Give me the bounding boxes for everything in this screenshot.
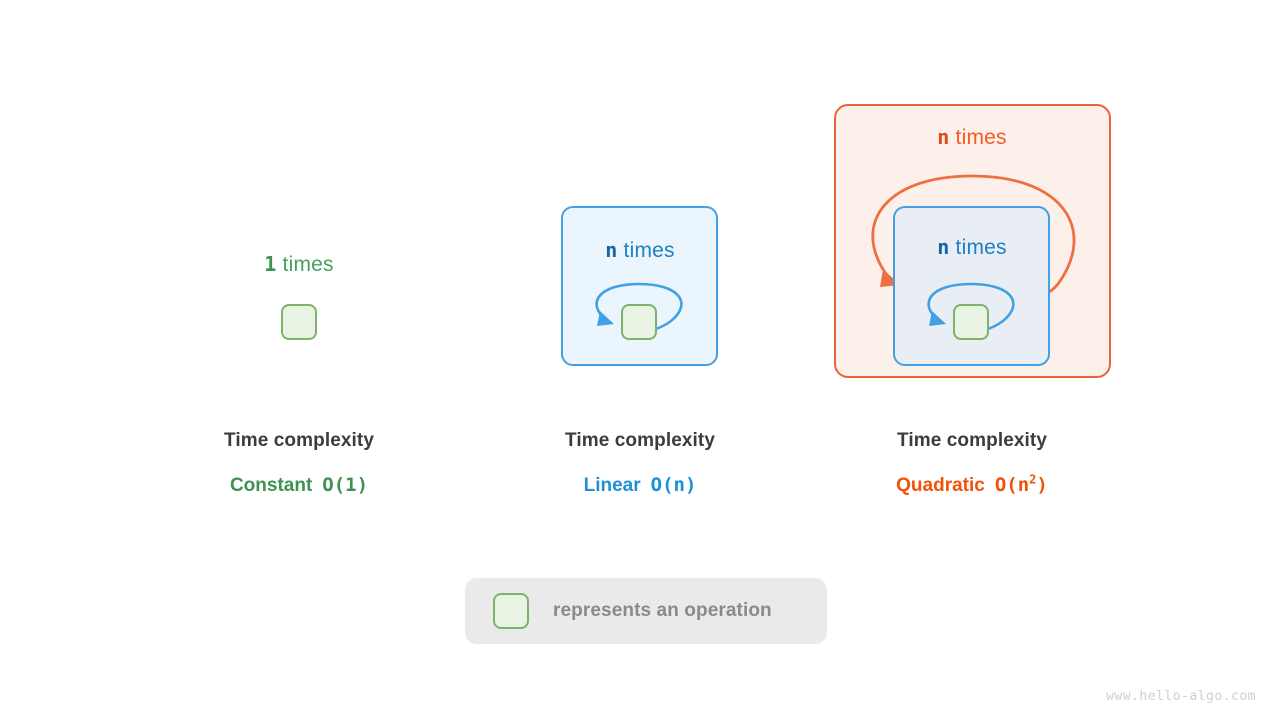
linear-loop-word: times bbox=[623, 239, 675, 262]
caption-quadratic: Time complexity Quadratic O(n2) bbox=[832, 430, 1112, 497]
legend: represents an operation bbox=[465, 578, 827, 644]
caption-linear: Time complexity Linear O(n) bbox=[500, 430, 780, 497]
quadratic-inner-loop-count-label: n times bbox=[832, 235, 1112, 260]
caption-value: Quadratic O(n2) bbox=[832, 474, 1112, 497]
caption-title: Time complexity bbox=[896, 430, 1048, 451]
complexity-notation-exponent: 2 bbox=[1029, 472, 1037, 487]
complexity-name: Quadratic bbox=[896, 475, 985, 496]
complexity-notation: O(1) bbox=[322, 474, 369, 496]
complexity-notation-base: O(n bbox=[994, 474, 1030, 496]
complexity-notation: O(n) bbox=[650, 474, 697, 496]
complexity-name: Constant bbox=[229, 475, 313, 496]
complexity-notation: O(n2) bbox=[995, 474, 1048, 496]
quadratic-inner-loop-word: times bbox=[955, 236, 1007, 259]
linear-loop-box bbox=[561, 206, 718, 366]
constant-loop-word: times bbox=[282, 253, 334, 276]
operation-square bbox=[281, 304, 317, 340]
operation-square bbox=[953, 304, 989, 340]
caption-value: Constant O(1) bbox=[159, 474, 439, 497]
legend-operation-square-icon bbox=[493, 593, 529, 629]
operation-square bbox=[621, 304, 657, 340]
constant-loop-count-label: 1 times bbox=[159, 252, 439, 277]
complexity-name: Linear bbox=[583, 475, 641, 496]
caption-value: Linear O(n) bbox=[500, 474, 780, 497]
quadratic-outer-loop-count: n bbox=[937, 125, 950, 149]
quadratic-inner-loop-box bbox=[893, 206, 1050, 366]
quadratic-inner-loop-count: n bbox=[937, 235, 950, 259]
linear-loop-count: n bbox=[605, 238, 618, 262]
complexity-notation-close: ) bbox=[1036, 474, 1048, 496]
constant-loop-count: 1 bbox=[264, 252, 277, 276]
caption-constant: Time complexity Constant O(1) bbox=[159, 430, 439, 497]
caption-title: Time complexity bbox=[223, 430, 375, 451]
legend-label: represents an operation bbox=[553, 600, 772, 621]
quadratic-outer-loop-count-label: n times bbox=[832, 125, 1112, 150]
quadratic-outer-loop-word: times bbox=[955, 126, 1007, 149]
linear-loop-count-label: n times bbox=[500, 238, 780, 263]
caption-title: Time complexity bbox=[564, 430, 716, 451]
watermark: www.hello-algo.com bbox=[1106, 689, 1256, 704]
